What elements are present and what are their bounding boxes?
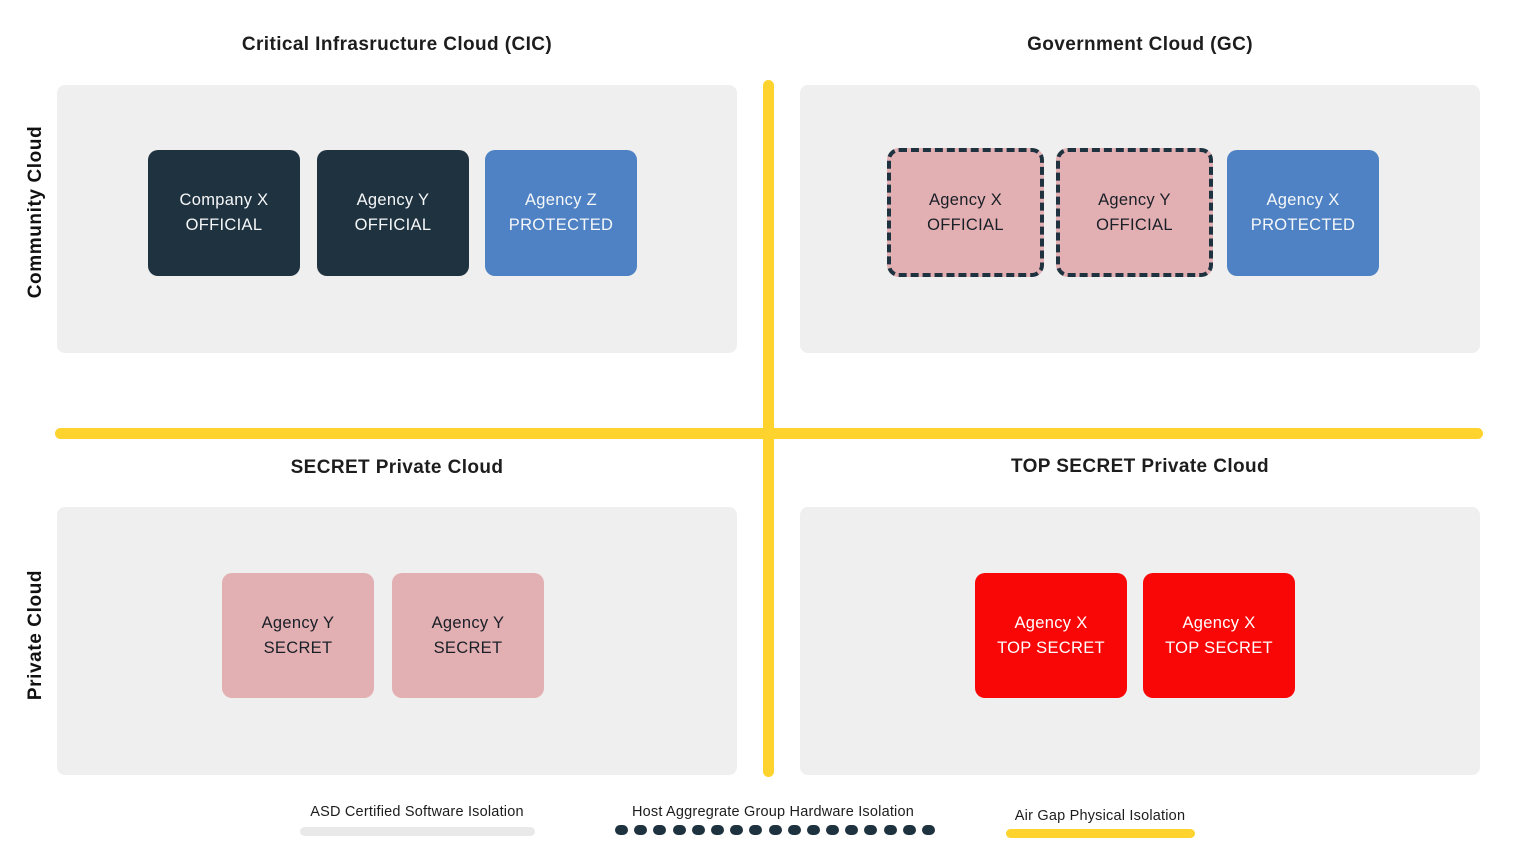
- hardware-isolation-dot: [672, 825, 686, 835]
- box-label-line2: PROTECTED: [1250, 216, 1356, 234]
- box-label-line2: TOP SECRET: [997, 638, 1105, 657]
- box-agency-x-protected: Agency X PROTECTED: [1227, 150, 1379, 276]
- box-label-line1: Agency Y: [261, 613, 335, 632]
- box-agency-x-official-gc: Agency X OFFICIAL: [887, 148, 1044, 277]
- box-label-line2: TOP SECRET: [1165, 638, 1273, 657]
- box-agency-x-top-secret-2: Agency X TOP SECRET: [1143, 573, 1295, 698]
- hardware-isolation-dot: [826, 825, 840, 835]
- hardware-isolation-dot: [653, 825, 667, 835]
- top-secret-private-cloud-title: TOP SECRET Private Cloud: [1010, 456, 1270, 477]
- hardware-isolation-dot: [768, 825, 782, 835]
- air-gap-legend-label: Air Gap Physical Isolation: [1014, 808, 1186, 824]
- hardware-isolation-dot: [634, 825, 648, 835]
- box-label-line2: SECRET: [263, 638, 333, 657]
- box-agency-y-official-cic: Agency Y OFFICIAL: [317, 150, 469, 276]
- secret-private-cloud-title: SECRET Private Cloud: [290, 457, 504, 478]
- box-label-line1: Agency X: [928, 190, 1003, 209]
- air-gap-horizontal-divider: [55, 428, 1483, 439]
- box-label-line2: OFFICIAL: [354, 216, 432, 234]
- box-agency-x-top-secret-1: Agency X TOP SECRET: [975, 573, 1127, 698]
- hardware-isolation-dot: [864, 825, 878, 835]
- hardware-isolation-dot: [691, 825, 705, 835]
- hardware-isolation-dot: [806, 825, 820, 835]
- community-cloud-row-label: Community Cloud: [25, 125, 46, 299]
- box-label-line1: Agency Y: [431, 613, 505, 632]
- hardware-isolation-dot: [730, 825, 744, 835]
- box-label-line2: OFFICIAL: [1096, 215, 1173, 234]
- hardware-isolation-dot: [883, 825, 897, 835]
- box-label-line1: Agency Y: [1098, 190, 1171, 209]
- gc-column-title: Government Cloud (GC): [1027, 34, 1253, 55]
- hardware-isolation-dots: [615, 825, 935, 835]
- box-agency-y-secret-1: Agency Y SECRET: [222, 573, 374, 698]
- box-agency-z-protected: Agency Z PROTECTED: [485, 150, 637, 276]
- hardware-isolation-dot: [615, 825, 628, 835]
- cic-column-title: Critical Infrasructure Cloud (CIC): [241, 34, 553, 55]
- box-label-line1: Agency X: [1182, 613, 1256, 632]
- hardware-isolation-dot: [845, 825, 859, 835]
- box-label-line1: Agency Z: [524, 191, 598, 210]
- box-agency-y-secret-2: Agency Y SECRET: [392, 573, 544, 698]
- box-label-line2: OFFICIAL: [185, 216, 263, 234]
- box-label-line2: SECRET: [433, 638, 503, 657]
- box-label-line2: OFFICIAL: [927, 215, 1004, 234]
- top-secret-quadrant-panel: [800, 507, 1480, 775]
- hardware-isolation-dot: [710, 825, 724, 835]
- hardware-isolation-dot: [749, 825, 763, 835]
- box-company-x-official: Company X OFFICIAL: [148, 150, 300, 276]
- hardware-isolation-legend-label: Host Aggregrate Group Hardware Isolation: [631, 804, 915, 820]
- box-label-line1: Company X: [179, 191, 269, 210]
- box-label-line2: PROTECTED: [508, 216, 614, 234]
- hardware-isolation-dot: [787, 825, 801, 835]
- private-cloud-row-label: Private Cloud: [25, 569, 46, 701]
- software-isolation-legend-label: ASD Certified Software Isolation: [310, 804, 524, 820]
- software-isolation-legend-swatch: [300, 827, 535, 836]
- air-gap-legend-swatch: [1006, 829, 1195, 838]
- box-label-line1: Agency Y: [356, 191, 430, 210]
- hardware-isolation-dot: [902, 825, 916, 835]
- box-label-line1: Agency X: [1014, 613, 1088, 632]
- hardware-isolation-dot: [922, 825, 935, 835]
- box-label-line1: Agency X: [1266, 191, 1340, 210]
- box-agency-y-official-gc: Agency Y OFFICIAL: [1056, 148, 1213, 277]
